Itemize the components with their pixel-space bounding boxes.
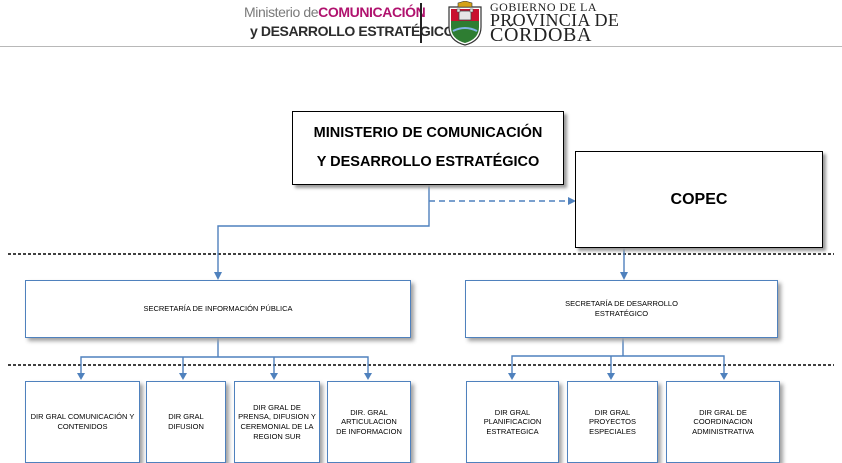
directorate-box: DIR GRAL DIFUSION — [146, 381, 226, 463]
arrow-head — [508, 373, 516, 380]
directorate-box: DIR. GRAL ARTICULACION DE INFORMACION — [327, 381, 411, 463]
arrow-head — [720, 373, 728, 380]
directorate-box: DIR GRAL DE PRENSA, DIFUSION Y CEREMONIA… — [234, 381, 320, 463]
directorate-label: DIR GRAL DE COORDINACION ADMINISTRATIVA — [692, 407, 754, 436]
secretariat-label: SECRETARÍA DE DESARROLLO ESTRATÉGICO — [565, 299, 678, 318]
province-shield-icon — [448, 1, 482, 46]
copec-box: COPEC — [575, 151, 823, 248]
logo-divider — [420, 3, 422, 43]
directorate-label: DIR GRAL COMUNICACIÓN Y CONTENIDOS — [30, 412, 135, 431]
arrow-head — [364, 373, 372, 380]
directorate-label: DIR GRAL DIFUSION — [168, 412, 204, 431]
directorate-label: DIR GRAL PROYECTOS ESPECIALES — [589, 407, 636, 436]
arrow-head — [607, 373, 615, 380]
secretariat-label: SECRETARÍA DE INFORMACIÓN PÚBLICA — [143, 304, 293, 313]
directorate-label: DIR. GRAL ARTICULACION DE INFORMACION — [336, 407, 402, 436]
logo-text: COMUNICACIÓN — [318, 4, 426, 20]
directorate-box: DIR GRAL PLANIFICACION ESTRATEGICA — [466, 381, 559, 463]
page-header: Ministerio deCOMUNICACIÓN y DESARROLLO E… — [0, 0, 842, 48]
directorate-box: DIR GRAL DE COORDINACION ADMINISTRATIVA — [666, 381, 780, 463]
header-divider — [0, 46, 842, 47]
copec-label: COPEC — [670, 190, 728, 208]
connector-secretariat-2-branch — [511, 338, 725, 378]
ministry-logo: Ministerio deCOMUNICACIÓN y DESARROLLO E… — [244, 4, 454, 44]
arrow-head — [77, 373, 85, 380]
connector-secretariat-1-branch — [80, 338, 369, 378]
ministry-box: MINISTERIO DE COMUNICACIÓN Y DESARROLLO … — [292, 111, 564, 185]
government-line-1: GOBIERNO DE LA — [490, 0, 597, 14]
arrow-head — [270, 373, 278, 380]
directorate-label: DIR GRAL PLANIFICACION ESTRATEGICA — [483, 407, 542, 436]
directorate-box: DIR GRAL PROYECTOS ESPECIALES — [567, 381, 658, 463]
logo-text: y — [250, 23, 258, 39]
directorate-label: DIR GRAL DE PRENSA, DIFUSION Y CEREMONIA… — [238, 402, 316, 441]
arrow-head — [179, 373, 187, 380]
secretariat-box: SECRETARÍA DE INFORMACIÓN PÚBLICA — [25, 280, 411, 338]
logo-text: Ministerio de — [244, 4, 319, 20]
secretariat-box: SECRETARÍA DE DESARROLLO ESTRATÉGICO — [465, 280, 778, 338]
directorate-box: DIR GRAL COMUNICACIÓN Y CONTENIDOS — [25, 381, 140, 463]
government-line-3: CÓRDOBA — [490, 24, 592, 46]
logo-text: DESARROLLO ESTRATÉGICO — [260, 23, 455, 39]
government-line-2: PROVINCIA DE — [490, 10, 620, 30]
connector-root-to-secretariat-1 — [214, 185, 430, 280]
ministry-box-label: MINISTERIO DE COMUNICACIÓN Y DESARROLLO … — [313, 125, 543, 170]
